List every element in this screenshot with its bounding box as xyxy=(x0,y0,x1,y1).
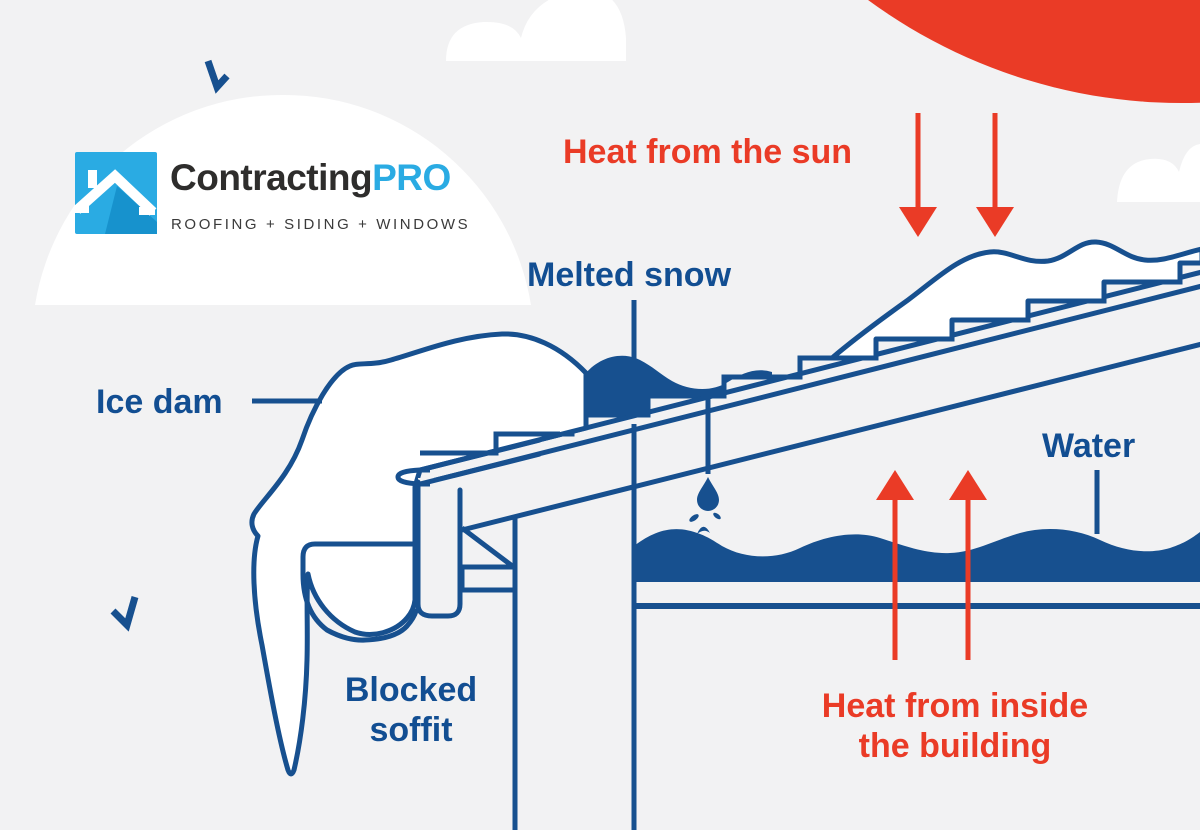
up-arrowhead-icon xyxy=(876,470,914,500)
roof-deck-bottom xyxy=(419,283,1200,487)
label-blocked-soffit-line1: Blocked xyxy=(344,671,478,709)
eave-return xyxy=(460,526,517,570)
label-blocked-soffit: Blocked soffit xyxy=(311,670,511,750)
splash-right xyxy=(713,512,721,520)
rafter-underside xyxy=(461,341,1200,533)
ice-dam-and-snow-mound xyxy=(249,331,589,777)
gutter xyxy=(300,541,423,643)
sun xyxy=(868,0,1200,103)
down-arrowhead-icon xyxy=(899,207,937,237)
first-shingles-redraw xyxy=(420,431,560,456)
snow-blanket xyxy=(829,239,1200,361)
deck-end-cap xyxy=(395,467,430,487)
water-drop-icon xyxy=(697,477,719,511)
melted-snow-pool xyxy=(586,355,772,415)
logo-name-main: Contracting xyxy=(170,157,373,198)
water xyxy=(634,512,1200,582)
heat-sun-arrows xyxy=(899,113,1014,237)
soffit xyxy=(459,564,518,593)
splash-crown xyxy=(697,526,710,534)
cloud-top-right xyxy=(1117,144,1200,202)
cloud-top-center xyxy=(446,0,626,61)
label-blocked-soffit-line2: soffit xyxy=(369,711,453,749)
checkmark-icon xyxy=(204,59,230,94)
water-fill xyxy=(634,528,1200,582)
label-heat-from-sun: Heat from the sun xyxy=(563,133,853,171)
up-arrowhead-icon xyxy=(949,470,987,500)
logo-tagline: ROOFING + SIDING + WINDOWS xyxy=(171,216,471,233)
label-ice-dam: Ice dam xyxy=(96,383,223,421)
checkmark-icon xyxy=(110,596,139,632)
label-heat-from-inside-line1: Heat from inside xyxy=(821,687,1089,725)
logo: ContractingPRO ROOFING + SIDING + WINDOW… xyxy=(75,152,495,247)
logo-name: ContractingPRO xyxy=(170,157,451,199)
splash-left xyxy=(689,514,699,522)
label-water: Water xyxy=(1042,427,1136,465)
logo-name-accent: PRO xyxy=(372,157,451,198)
label-melted-snow: Melted snow xyxy=(527,256,732,294)
eave-edge xyxy=(395,431,560,487)
fascia xyxy=(415,479,463,619)
label-heat-from-inside-line2: the building xyxy=(858,727,1052,765)
heat-inside-arrows xyxy=(876,470,987,660)
down-arrowhead-icon xyxy=(976,207,1014,237)
cloud-behind-logo xyxy=(35,94,531,306)
label-heat-from-inside: Heat from inside the building xyxy=(780,686,1130,766)
fascia-fill xyxy=(418,478,460,616)
logo-house-icon xyxy=(75,152,157,234)
